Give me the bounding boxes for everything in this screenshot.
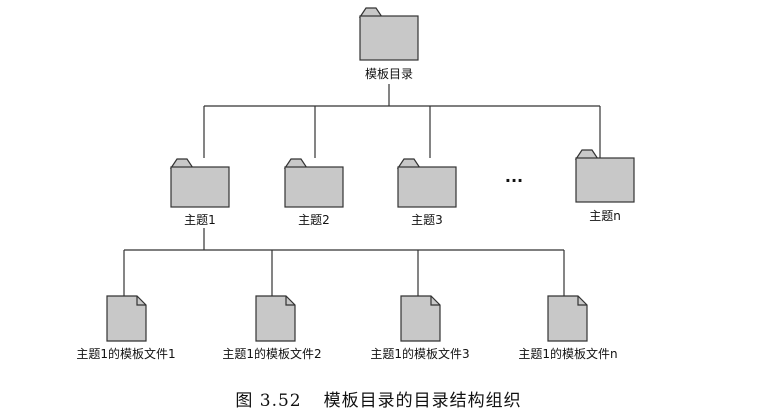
folder-icon (358, 7, 419, 61)
file-icon (255, 295, 296, 342)
file-icon (400, 295, 441, 342)
file-2-label: 主题1的模板文件2 (222, 346, 321, 361)
file-icon (547, 295, 588, 342)
figure-title: 模板目录的目录结构组织 (323, 391, 522, 411)
ellipsis-label: ... (505, 167, 523, 186)
topic-1-label: 主题1 (184, 213, 216, 227)
topic-n-label: 主题n (589, 209, 621, 223)
folder-icon (283, 158, 344, 208)
directory-tree-diagram: 模板目录 主题1 主题2 主题3 ... 主题n 主题1的模板文件1 主题1的模… (76, 7, 635, 361)
file-1-label: 主题1的模板文件1 (76, 346, 175, 361)
file-3-label: 主题1的模板文件3 (370, 346, 469, 361)
file-icon (106, 295, 147, 342)
topic-2-label: 主题2 (298, 213, 330, 227)
file-n-label: 主题1的模板文件n (518, 346, 617, 361)
folder-icon (396, 158, 457, 208)
folder-icon (169, 158, 230, 208)
topic-3-label: 主题3 (411, 213, 443, 227)
figure-number: 图 3.52 (235, 391, 302, 411)
folder-icon (574, 149, 635, 203)
root-folder-label: 模板目录 (365, 67, 413, 81)
figure-caption: 图 3.52 模板目录的目录结构组织 (0, 386, 757, 411)
tree-connectors (123, 84, 601, 296)
